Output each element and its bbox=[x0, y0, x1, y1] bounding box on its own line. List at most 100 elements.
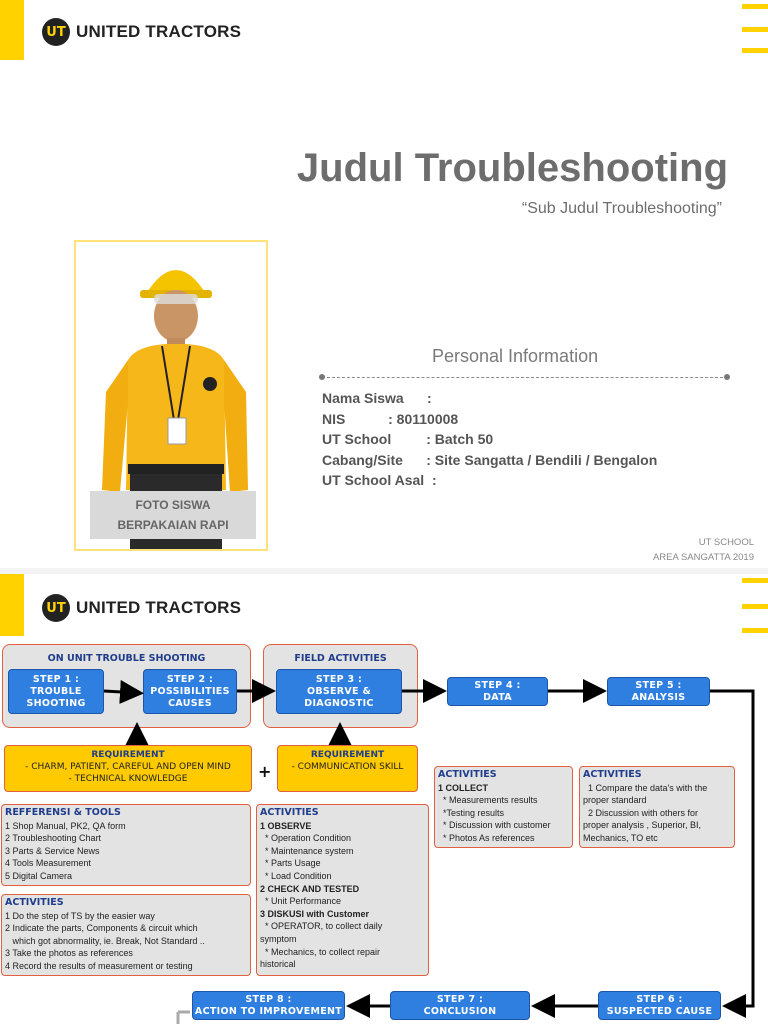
box-line: which got abnormality, ie. Break, Not St… bbox=[5, 935, 205, 946]
footer-area: AREA SANGATTA 2019 bbox=[652, 552, 754, 563]
step-label: ACTION TO IMPROVEMENT bbox=[194, 1005, 343, 1017]
box-line: * Operation Condition bbox=[260, 833, 352, 844]
info-nama-siswa: Nama Siswa : bbox=[322, 390, 432, 406]
box-title: ACTIVITIES bbox=[260, 807, 319, 818]
accent-dash bbox=[742, 604, 768, 609]
box-line: * Photos As references bbox=[438, 832, 535, 843]
requirement-box-2: REQUIREMENT - COMMUNICATION SKILL bbox=[277, 745, 418, 792]
step-label: SUSPECTED CAUSE bbox=[606, 1005, 713, 1017]
box-line: proper standard bbox=[583, 795, 647, 806]
step-label: TROUBLE bbox=[30, 685, 82, 697]
slide-cover: UT UNITED TRACTORS Judul Troubleshooting… bbox=[0, 0, 768, 563]
box-line: symptom bbox=[260, 933, 297, 944]
accent-dash bbox=[742, 27, 768, 32]
footer-school: UT SCHOOL bbox=[698, 537, 754, 548]
group-title: ON UNIT TROUBLE SHOOTING bbox=[47, 653, 206, 664]
step-3-box: STEP 3 : OBSERVE & DIAGNOSTIC bbox=[276, 669, 402, 714]
info-nis: NIS : 80110008 bbox=[322, 411, 459, 427]
divider-dot bbox=[724, 374, 730, 380]
accent-dash bbox=[742, 4, 768, 9]
photo-caption-line: BERPAKAIAN RAPI bbox=[117, 518, 229, 532]
box-line: 2 Troubleshooting Chart bbox=[5, 833, 102, 844]
box-line: Mechanics, TO etc bbox=[583, 832, 658, 843]
box-line: proper analysis , Superior, BI, bbox=[583, 820, 702, 831]
photo-caption-line: FOTO SISWA bbox=[135, 498, 211, 512]
divider-dot bbox=[319, 374, 325, 380]
page-title: Judul Troubleshooting bbox=[296, 146, 728, 190]
activities-box-3: ACTIVITIES 1 COLLECT * Measurements resu… bbox=[434, 766, 573, 848]
box-title: REFFERENSI & TOOLS bbox=[5, 807, 121, 818]
box-line: * Discussion with customer bbox=[438, 820, 551, 831]
box-line: 2 CHECK AND TESTED bbox=[260, 883, 360, 894]
step-label: OBSERVE & bbox=[306, 685, 372, 697]
box-line: 4 Tools Measurement bbox=[5, 858, 91, 869]
step-label: ANALYSIS bbox=[631, 691, 686, 703]
box-line: * Mechanics, to collect repair bbox=[260, 946, 381, 957]
box-line: 3 DISKUSI with Customer bbox=[260, 908, 370, 919]
step-label: DIAGNOSTIC bbox=[304, 697, 374, 709]
step-7-box: STEP 7 : CONCLUSION bbox=[390, 991, 530, 1020]
box-line: * Maintenance system bbox=[260, 845, 354, 856]
box-line: * Load Condition bbox=[260, 870, 332, 881]
requirement-title: REQUIREMENT bbox=[310, 750, 385, 760]
step-label: STEP 2 : bbox=[166, 673, 214, 685]
box-line: 1 COLLECT bbox=[438, 782, 489, 793]
box-title: ACTIVITIES bbox=[583, 769, 642, 780]
step-5-box: STEP 5 : ANALYSIS bbox=[607, 677, 710, 706]
requirement-line: - CHARM, PATIENT, CAREFUL AND OPEN MIND bbox=[25, 762, 231, 772]
accent-dash bbox=[742, 578, 768, 583]
box-line: * Measurements results bbox=[438, 795, 538, 806]
box-title: ACTIVITIES bbox=[5, 897, 64, 908]
step-label: STEP 7 : bbox=[436, 993, 484, 1005]
info-ut-school-asal: UT School Asal : bbox=[322, 472, 437, 488]
step-label: CONCLUSION bbox=[423, 1005, 497, 1017]
photo-caption: FOTO SISWA BERPAKAIAN RAPI bbox=[90, 491, 256, 539]
step-label: STEP 4 : bbox=[474, 679, 521, 691]
box-line: 4 Record the results of measurement or t… bbox=[5, 960, 193, 971]
references-tools-box: REFFERENSI & TOOLS 1 Shop Manual, PK2, Q… bbox=[1, 804, 251, 886]
box-line: * Parts Usage bbox=[260, 858, 321, 869]
step-label: STEP 3 : bbox=[315, 673, 363, 685]
step-label: STEP 5 : bbox=[635, 679, 682, 691]
accent-dash bbox=[742, 628, 768, 633]
brand-name: UNITED TRACTORS bbox=[76, 22, 242, 41]
step-label: STEP 1 : bbox=[32, 673, 80, 685]
box-title: ACTIVITIES bbox=[438, 769, 497, 780]
box-line: 3 Take the photos as references bbox=[5, 948, 133, 959]
box-line: 2 Discussion with others for bbox=[583, 807, 699, 818]
activities-box-4: ACTIVITIES 1 Compare the data's with the… bbox=[579, 766, 735, 848]
step-label: STEP 6 : bbox=[636, 993, 683, 1005]
group-title: FIELD ACTIVITIES bbox=[294, 653, 387, 664]
step-label: POSSIBILITIES bbox=[150, 685, 230, 697]
activities-box-2: ACTIVITIES 1 OBSERVE * Operation Conditi… bbox=[256, 804, 429, 976]
divider bbox=[322, 377, 728, 378]
accent-dash bbox=[742, 48, 768, 53]
step-6-box: STEP 6 : SUSPECTED CAUSE bbox=[598, 991, 721, 1020]
box-line: 1 Compare the data's with the bbox=[583, 782, 708, 793]
box-line: * Unit Performance bbox=[260, 896, 342, 907]
step-label: DATA bbox=[483, 691, 512, 703]
brand-logo: UT UNITED TRACTORS bbox=[42, 18, 241, 46]
slide-separator bbox=[0, 568, 768, 574]
info-ut-school: UT School : Batch 50 bbox=[322, 431, 494, 447]
brand-mark: UT bbox=[42, 18, 70, 46]
brand-logo: UT UNITED TRACTORS bbox=[42, 594, 241, 622]
flow-arrows bbox=[103, 679, 755, 1024]
box-line: 5 Digital Camera bbox=[5, 870, 73, 881]
accent-bar bbox=[0, 0, 24, 60]
step-label: CAUSES bbox=[168, 697, 212, 709]
box-line: *Testing results bbox=[438, 807, 505, 818]
box-line: 3 Parts & Service News bbox=[5, 845, 100, 856]
step-label: STEP 8 : bbox=[245, 993, 292, 1005]
plus-sign: + bbox=[258, 762, 272, 781]
requirement-box-1: REQUIREMENT - CHARM, PATIENT, CAREFUL AN… bbox=[4, 745, 252, 792]
box-line: 1 Shop Manual, PK2, QA form bbox=[5, 820, 126, 831]
step-4-box: STEP 4 : DATA bbox=[447, 677, 548, 706]
requirement-title: REQUIREMENT bbox=[91, 750, 165, 760]
box-line: 1 Do the step of TS by the easier way bbox=[5, 910, 155, 921]
info-cabang-site: Cabang/Site : Site Sangatta / Bendili / … bbox=[322, 452, 658, 468]
step-2-box: STEP 2 : POSSIBILITIES CAUSES bbox=[143, 669, 237, 714]
box-line: 1 OBSERVE bbox=[260, 820, 312, 831]
student-photo: FOTO SISWA BERPAKAIAN RAPI bbox=[74, 240, 268, 551]
box-line: historical bbox=[260, 959, 296, 970]
